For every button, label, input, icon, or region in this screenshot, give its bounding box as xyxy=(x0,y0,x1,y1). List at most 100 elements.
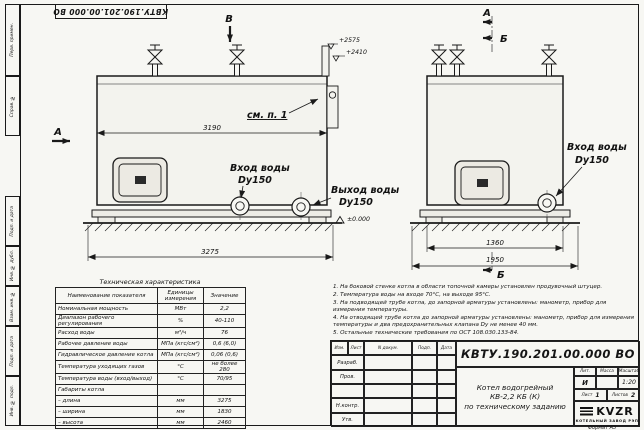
tb-mass-label: Масса xyxy=(596,367,618,376)
note-item: 3. На подводящей трубе котла, до запорно… xyxy=(333,300,607,314)
tb-role-nkontr: Н.контр. xyxy=(331,398,364,413)
inlet-water-size-right: Dy150 xyxy=(575,155,609,166)
margin-label-box: Инв. № дубл. xyxy=(5,246,20,286)
elevation-marks: +2575 +2410 ±0.000 xyxy=(327,37,370,224)
spec-cell: 2,2 xyxy=(203,303,246,315)
tb-mass-value xyxy=(596,376,618,389)
dimensions: 3190 3275 1360 1950 xyxy=(87,124,579,270)
side-panel-fitting xyxy=(328,91,337,99)
inlet-flange xyxy=(230,196,250,216)
dim-3275: 3275 xyxy=(201,248,219,256)
tb-role-prov: Пров. xyxy=(331,370,364,384)
sheet-frame xyxy=(20,4,639,426)
spec-cell: Габариты котла xyxy=(55,384,158,396)
spec-cell: 40-110 xyxy=(203,314,246,328)
margin-label-box: Перв. примен. xyxy=(5,4,20,76)
tb-col-data: Дата xyxy=(437,341,456,355)
kvzr-logo-subtext: КОТЕЛЬНЫЙ ЗАВОД РЭП xyxy=(575,419,639,423)
tb-cell xyxy=(412,370,437,384)
ground-hatch xyxy=(84,222,334,232)
spec-cell: МПа (кгс/см²) xyxy=(157,338,204,350)
tb-cell xyxy=(437,413,456,427)
spec-cell: – высота xyxy=(55,417,158,429)
margin-label-box: Справ. № xyxy=(5,76,20,136)
margin-label-box: Инв. № подл. xyxy=(5,376,20,426)
tb-sheet-value: 1 xyxy=(595,391,600,399)
ground-hatch xyxy=(411,222,571,232)
dim-1950: 1950 xyxy=(486,256,504,264)
spec-cell: м³/ч xyxy=(157,327,204,339)
tb-cell xyxy=(364,355,412,370)
spec-cell: Расход воды xyxy=(55,327,158,339)
tb-lit-label: Лит. xyxy=(574,367,596,376)
spec-cell xyxy=(203,384,246,396)
tb-cell xyxy=(437,384,456,398)
spec-col-units: Единицы измерения xyxy=(157,287,204,304)
tb-lit-value: И xyxy=(574,376,596,389)
outlet-flange xyxy=(291,197,311,217)
spec-cell: °С xyxy=(157,360,204,374)
spec-cell: 0,06 (0,6) xyxy=(203,349,246,361)
tb-cell xyxy=(437,355,456,370)
spec-cell: 70/95 xyxy=(203,373,246,385)
tb-sheets-value: 2 xyxy=(630,391,636,399)
spec-cell: 0,6 (6,0) xyxy=(203,338,246,350)
tb-logo: KVZR КОТЕЛЬНЫЙ ЗАВОД РЭП xyxy=(574,401,640,427)
tb-cell xyxy=(437,398,456,413)
inlet-water-label: Вход воды xyxy=(230,163,290,174)
tb-sheets: Листов 2 xyxy=(607,389,640,401)
callouts: см. п. 1 Вход воды Dy150 Выход воды Dy15… xyxy=(230,98,627,208)
spec-cell: Рабочее давление воды xyxy=(55,338,158,350)
valve-icon xyxy=(431,44,447,77)
spec-table: Наименование показателя Единицы измерени… xyxy=(55,287,246,429)
elevation-zero: ±0.000 xyxy=(347,216,370,223)
spec-cell: мм xyxy=(157,406,204,418)
tb-cell xyxy=(412,355,437,370)
kvzr-logo-text: KVZR xyxy=(596,405,634,418)
tb-cell xyxy=(412,398,437,413)
tb-role-utv: Утв. xyxy=(331,413,364,427)
right-view xyxy=(410,44,580,232)
section-label-b-top: Б xyxy=(500,34,508,45)
furnace-door xyxy=(112,157,168,203)
spec-cell: – длина xyxy=(55,395,158,407)
tb-cell xyxy=(364,413,412,427)
tb-col-list: Лист xyxy=(348,341,364,355)
note-item: 4. На отводящей трубе котла до запорной … xyxy=(333,315,634,329)
furnace-door xyxy=(454,160,510,206)
spec-cell: Температура воды (вход/выход) xyxy=(55,373,158,385)
spec-cell: – ширина xyxy=(55,406,158,418)
spec-col-name: Наименование показателя xyxy=(55,287,158,304)
tb-sheets-label: Листов xyxy=(611,392,628,398)
spec-row: Габариты котла xyxy=(55,384,246,396)
side-panel xyxy=(326,85,339,129)
spec-cell: 3275 xyxy=(203,395,246,407)
dim-1360: 1360 xyxy=(486,239,504,247)
tb-cell xyxy=(412,384,437,398)
product-line: Котел водогрейный xyxy=(476,383,554,393)
kvzr-logo-icon xyxy=(580,407,594,416)
spec-header-row: Наименование показателя Единицы измерени… xyxy=(55,287,246,304)
vent-pipe xyxy=(321,45,330,77)
margin-label-box: Подп. и дата xyxy=(5,326,20,376)
tb-sheet-label: Лист xyxy=(581,392,593,398)
spec-cell xyxy=(157,384,204,396)
format-value: А3 xyxy=(609,424,617,430)
section-label-a-left: А xyxy=(53,127,62,138)
tb-cell xyxy=(331,384,364,398)
top-stamp-box: КВТУ.190.201.00.000 ВО xyxy=(53,4,169,19)
tb-scale-value: 1:20 xyxy=(618,376,640,389)
spec-cell: Диапазон рабочего регулирования xyxy=(55,314,158,328)
tb-scale-label: Масштаб xyxy=(618,367,640,376)
spec-col-value: Значение xyxy=(203,287,246,304)
notes-block: 1. На боковой стенке котла в области топ… xyxy=(333,284,637,338)
margin-label-box: Взам. инв. № xyxy=(5,286,20,326)
tb-col-doc: N докум. xyxy=(364,341,412,355)
